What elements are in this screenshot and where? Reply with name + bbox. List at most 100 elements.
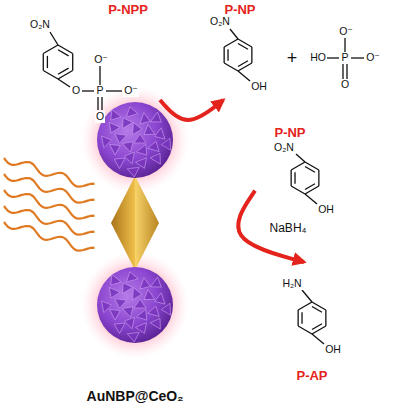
petal bbox=[106, 287, 121, 300]
light-waves bbox=[4, 158, 94, 251]
atom-label: OH bbox=[317, 204, 335, 215]
petal bbox=[127, 332, 140, 342]
bond bbox=[296, 154, 305, 162]
petal bbox=[153, 128, 165, 142]
molecule-name: P-AP bbox=[296, 369, 327, 383]
atom-label: O⁻ bbox=[338, 26, 354, 37]
petal bbox=[110, 140, 123, 155]
bond bbox=[224, 63, 238, 71]
bond bbox=[305, 166, 315, 172]
bond bbox=[224, 39, 238, 47]
bond bbox=[238, 39, 252, 47]
petal bbox=[161, 303, 171, 315]
bond bbox=[82, 90, 94, 91]
petal bbox=[150, 150, 165, 164]
bond bbox=[305, 194, 317, 204]
atom-label: O⁻ bbox=[365, 52, 381, 63]
petal bbox=[106, 109, 121, 124]
petal bbox=[133, 288, 143, 301]
bond bbox=[291, 186, 305, 194]
bond bbox=[43, 71, 58, 80]
atom-label: O₂N bbox=[209, 16, 231, 27]
bond bbox=[312, 326, 326, 334]
petal bbox=[140, 278, 153, 292]
bond bbox=[223, 47, 224, 63]
atom-label: OH bbox=[324, 344, 342, 355]
plus-sign: + bbox=[286, 49, 299, 68]
atom-label: O bbox=[95, 111, 105, 122]
light-wave bbox=[4, 174, 94, 203]
bond bbox=[294, 172, 295, 184]
bond bbox=[97, 97, 98, 110]
glow bbox=[81, 86, 189, 194]
bond bbox=[302, 290, 312, 302]
molecule-name: P-NPP bbox=[108, 3, 148, 17]
bond bbox=[325, 310, 326, 326]
ceo2-sphere bbox=[97, 267, 173, 343]
bond bbox=[346, 64, 347, 79]
petal bbox=[111, 319, 125, 334]
bond bbox=[238, 61, 248, 67]
bond bbox=[238, 71, 250, 81]
reaction-arrow bbox=[160, 100, 223, 120]
petal bbox=[106, 122, 121, 135]
petal bbox=[141, 290, 155, 305]
petal bbox=[123, 315, 134, 329]
atom-label: O⁻ bbox=[93, 54, 109, 65]
sphere-texture bbox=[102, 105, 171, 343]
petal bbox=[141, 125, 155, 140]
atom-label: O₂N bbox=[29, 19, 51, 30]
atom-label: HO bbox=[309, 52, 327, 63]
bond bbox=[43, 54, 44, 71]
petal bbox=[161, 138, 171, 150]
petal bbox=[134, 299, 146, 308]
petal bbox=[124, 270, 138, 282]
light-wave bbox=[4, 190, 94, 219]
atom-label: O⁻ bbox=[123, 85, 139, 96]
bond bbox=[301, 312, 302, 324]
material-label: AuNBP@CeO₂ bbox=[86, 389, 185, 404]
molecule-bonds bbox=[43, 29, 364, 344]
bond bbox=[305, 162, 319, 170]
petal bbox=[102, 134, 113, 147]
bond bbox=[47, 56, 48, 68]
petal bbox=[114, 134, 127, 145]
bond bbox=[298, 302, 312, 310]
bond bbox=[312, 306, 322, 312]
petal bbox=[122, 302, 137, 317]
petal bbox=[111, 154, 125, 169]
bond bbox=[238, 63, 252, 71]
bond bbox=[58, 50, 69, 56]
bipyramid-right bbox=[135, 176, 159, 270]
bond bbox=[101, 97, 102, 110]
light-wave bbox=[4, 158, 94, 187]
bond bbox=[230, 29, 238, 39]
petal bbox=[127, 167, 140, 177]
atom-label: P bbox=[340, 52, 349, 63]
bond bbox=[318, 170, 319, 186]
petal bbox=[133, 123, 143, 136]
bond bbox=[106, 90, 122, 91]
bond bbox=[305, 184, 315, 190]
reagent-label: NaBH₄ bbox=[268, 222, 309, 235]
bond bbox=[43, 45, 58, 54]
bond bbox=[297, 310, 298, 326]
petal bbox=[122, 137, 137, 152]
bond bbox=[344, 38, 345, 52]
petal bbox=[102, 299, 113, 312]
bond bbox=[312, 324, 322, 330]
glow bbox=[81, 251, 189, 359]
bond bbox=[298, 326, 312, 334]
petal bbox=[114, 299, 127, 310]
bond bbox=[312, 334, 324, 344]
bond bbox=[251, 47, 252, 63]
atom-label: O bbox=[340, 79, 350, 90]
petal bbox=[124, 105, 138, 117]
bond bbox=[342, 64, 343, 79]
bond bbox=[238, 43, 248, 49]
petal bbox=[106, 274, 121, 289]
petal bbox=[110, 305, 123, 320]
light-wave bbox=[4, 206, 94, 235]
petal bbox=[134, 134, 146, 143]
molecule-name: P-NP bbox=[274, 126, 305, 140]
